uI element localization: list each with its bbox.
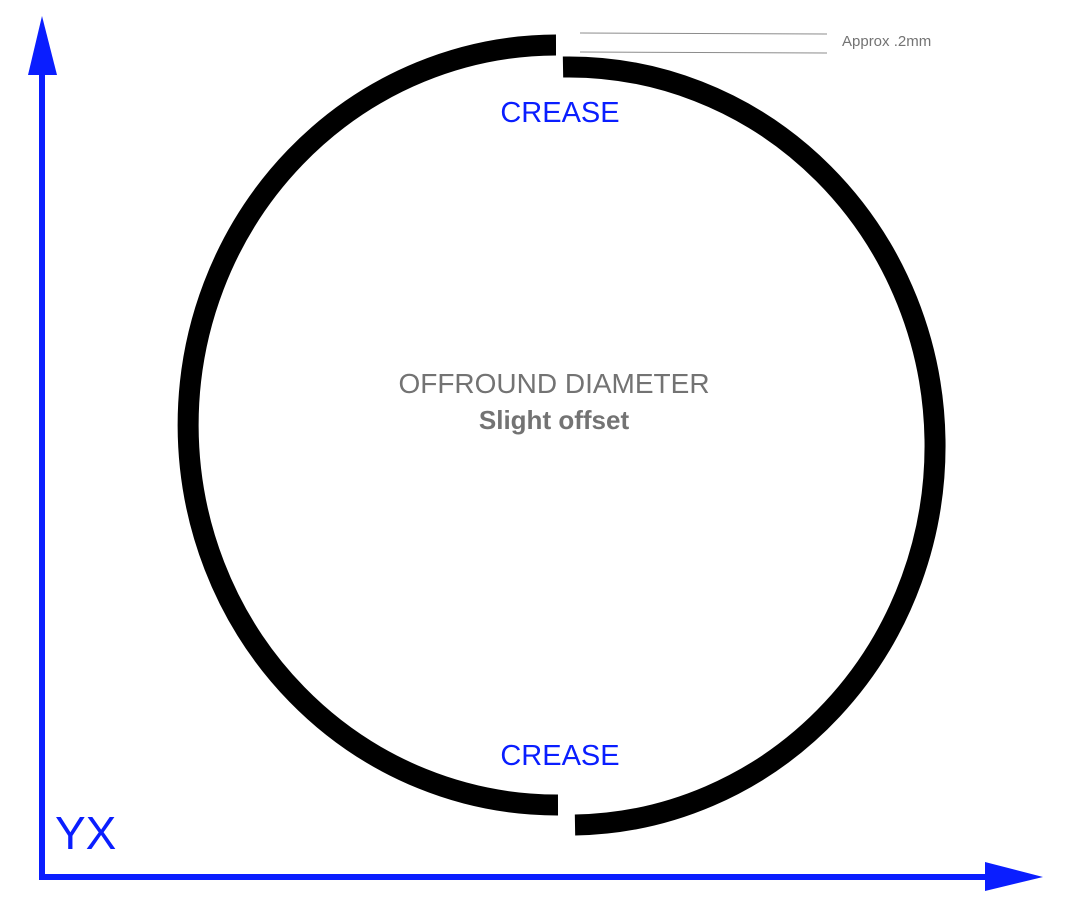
diagram-subtitle: Slight offset bbox=[478, 405, 630, 435]
diagram-title: OFFROUND DIAMETER bbox=[398, 368, 710, 399]
gap-guide-line-bottom bbox=[579, 51, 828, 54]
y-axis-arrow-icon bbox=[28, 16, 57, 75]
x-axis-arrow-icon bbox=[985, 862, 1043, 891]
gap-guide-line-top bbox=[579, 32, 828, 35]
top-crease-gap bbox=[556, 20, 562, 80]
ring-right-half bbox=[562, 56, 946, 836]
crease-bottom-label: CREASE bbox=[500, 740, 620, 772]
crease-top-label: CREASE bbox=[500, 97, 620, 129]
ring-left-half bbox=[177, 34, 559, 816]
bottom-crease-gap bbox=[561, 780, 574, 840]
axis-label: YX bbox=[55, 807, 117, 859]
gap-annotation: Approx .2mm bbox=[842, 33, 932, 50]
